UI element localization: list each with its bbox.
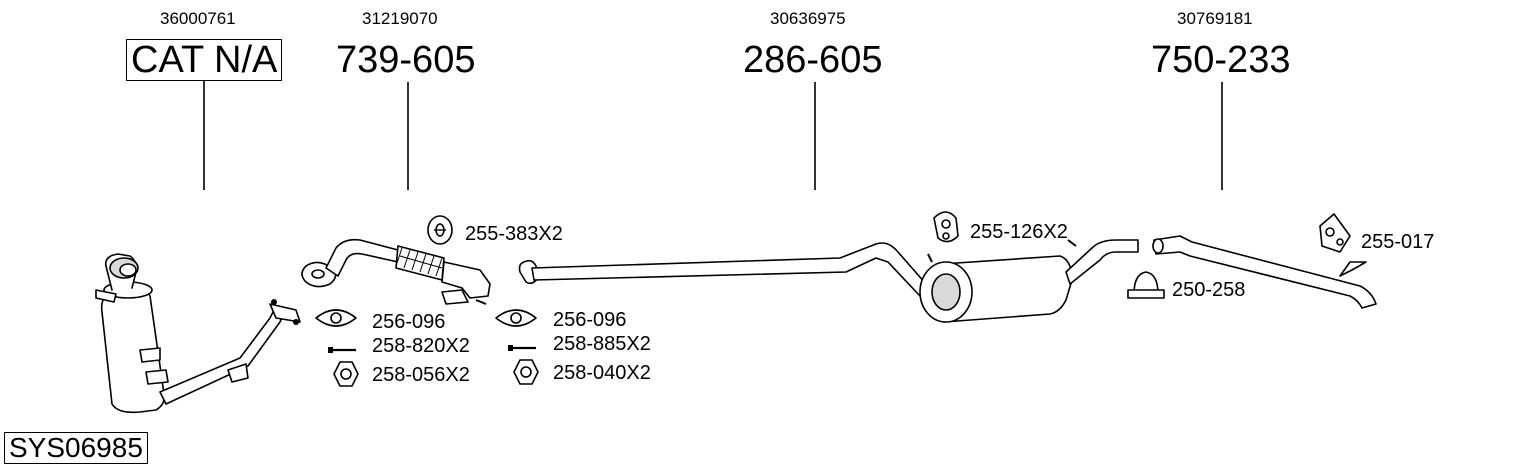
accessory-code[interactable]: 255-017 bbox=[1361, 231, 1435, 253]
part-number-tail-pipe[interactable]: 750-233 bbox=[1151, 39, 1291, 81]
accessory-code[interactable]: 255-126X2 bbox=[970, 221, 1068, 243]
oem-number: 31219070 bbox=[362, 9, 438, 28]
part-number-front-pipe[interactable]: 739-605 bbox=[336, 39, 476, 81]
bolt-icon bbox=[328, 347, 356, 353]
nut-icon bbox=[513, 359, 539, 385]
oem-number: 36000761 bbox=[160, 9, 236, 28]
rubber-hanger-icon bbox=[933, 211, 959, 243]
accessory-code[interactable]: 258-820X2 bbox=[372, 335, 470, 357]
accessory-code[interactable]: 256-096 bbox=[372, 311, 446, 333]
accessory-code[interactable]: 250-258 bbox=[1172, 279, 1246, 301]
clamp-icon bbox=[1127, 271, 1165, 299]
rubber-hanger-icon bbox=[427, 215, 453, 245]
accessory-code[interactable]: 258-056X2 bbox=[372, 364, 470, 386]
accessory-code[interactable]: 256-096 bbox=[553, 309, 627, 331]
middle-silencer-part[interactable] bbox=[518, 239, 1139, 323]
gasket-icon bbox=[495, 309, 537, 327]
accessory-code[interactable]: 258-885X2 bbox=[553, 333, 651, 355]
catalytic-converter-part[interactable] bbox=[95, 253, 169, 414]
system-code: SYS06985 bbox=[4, 432, 148, 464]
part-number-cat[interactable]: CAT N/A bbox=[126, 39, 283, 81]
oem-number: 30769181 bbox=[1177, 9, 1253, 28]
nut-icon bbox=[333, 361, 359, 387]
gasket-icon bbox=[315, 309, 357, 327]
front-pipe-part[interactable] bbox=[301, 238, 491, 305]
tail-pipe-part[interactable] bbox=[1152, 235, 1377, 309]
accessory-code[interactable]: 255-383X2 bbox=[465, 223, 563, 245]
rubber-hanger-icon bbox=[1319, 213, 1351, 253]
bolt-icon bbox=[508, 345, 536, 351]
part-number-middle-silencer[interactable]: 286-605 bbox=[743, 39, 883, 81]
cat-outlet-pipe bbox=[159, 299, 301, 405]
oem-number: 30636975 bbox=[770, 9, 846, 28]
accessory-code[interactable]: 258-040X2 bbox=[553, 362, 651, 384]
